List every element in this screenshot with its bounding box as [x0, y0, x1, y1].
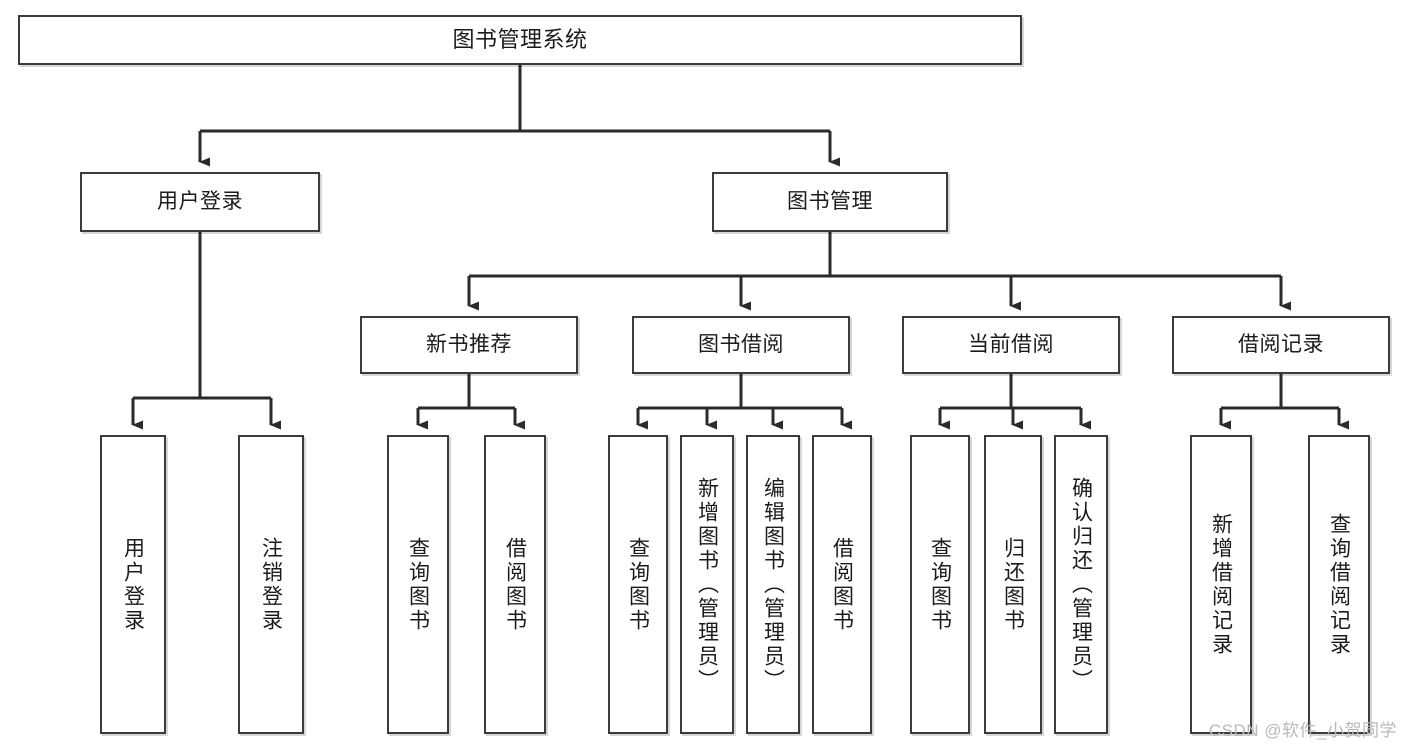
leaf-return-book[interactable]: 归还图书 — [984, 435, 1042, 734]
leaf-query-book-recommendation[interactable]: 查询图书 — [387, 435, 449, 734]
node-book-borrow[interactable]: 图书借阅 — [632, 316, 850, 374]
leaf-add-borrow-record[interactable]: 新增借阅记录 — [1190, 435, 1252, 734]
node-label: 图书管理 — [787, 190, 873, 214]
node-new-book-recommendation[interactable]: 新书推荐 — [360, 316, 578, 374]
node-label: 编辑图书（管理员） — [761, 476, 785, 693]
leaf-user-logout[interactable]: 注销登录 — [238, 435, 304, 734]
node-label: 图书管理系统 — [452, 27, 588, 53]
node-label: 查询借阅记录 — [1327, 512, 1351, 657]
leaf-user-login[interactable]: 用户登录 — [100, 435, 166, 734]
node-label: 当前借阅 — [968, 333, 1054, 357]
node-label: 借阅图书 — [830, 536, 854, 633]
leaf-borrow-book[interactable]: 借阅图书 — [812, 435, 872, 734]
node-label: 查询图书 — [928, 536, 952, 633]
node-label: 用户登录 — [121, 536, 145, 633]
node-book-manage[interactable]: 图书管理 — [712, 172, 948, 232]
node-user-login[interactable]: 用户登录 — [80, 172, 320, 232]
node-label: 图书借阅 — [698, 333, 784, 357]
node-current-borrow[interactable]: 当前借阅 — [902, 316, 1120, 374]
leaf-edit-book-admin[interactable]: 编辑图书（管理员） — [746, 435, 800, 734]
leaf-add-book-admin[interactable]: 新增图书（管理员） — [680, 435, 734, 734]
leaf-borrow-book-recommendation[interactable]: 借阅图书 — [484, 435, 546, 734]
node-label: 借阅记录 — [1238, 333, 1324, 357]
node-label: 借阅图书 — [503, 536, 527, 633]
node-label: 确认归还（管理员） — [1069, 476, 1093, 693]
node-root-system[interactable]: 图书管理系统 — [18, 15, 1022, 65]
node-label: 新增图书（管理员） — [695, 476, 719, 693]
node-borrow-record[interactable]: 借阅记录 — [1172, 316, 1390, 374]
node-label: 查询图书 — [626, 536, 650, 633]
node-label: 归还图书 — [1001, 536, 1025, 633]
node-label: 新增借阅记录 — [1209, 512, 1233, 657]
node-label: 新书推荐 — [426, 333, 512, 357]
node-label: 用户登录 — [157, 190, 243, 214]
csdn-watermark: CSDN @软件_小贺同学 — [1208, 721, 1397, 740]
leaf-query-book-borrow[interactable]: 查询图书 — [608, 435, 668, 734]
node-label: 注销登录 — [259, 536, 283, 633]
leaf-query-borrow-record[interactable]: 查询借阅记录 — [1308, 435, 1370, 734]
leaf-query-book-current[interactable]: 查询图书 — [910, 435, 970, 734]
node-label: 查询图书 — [406, 536, 430, 633]
leaf-confirm-return-admin[interactable]: 确认归还（管理员） — [1054, 435, 1108, 734]
